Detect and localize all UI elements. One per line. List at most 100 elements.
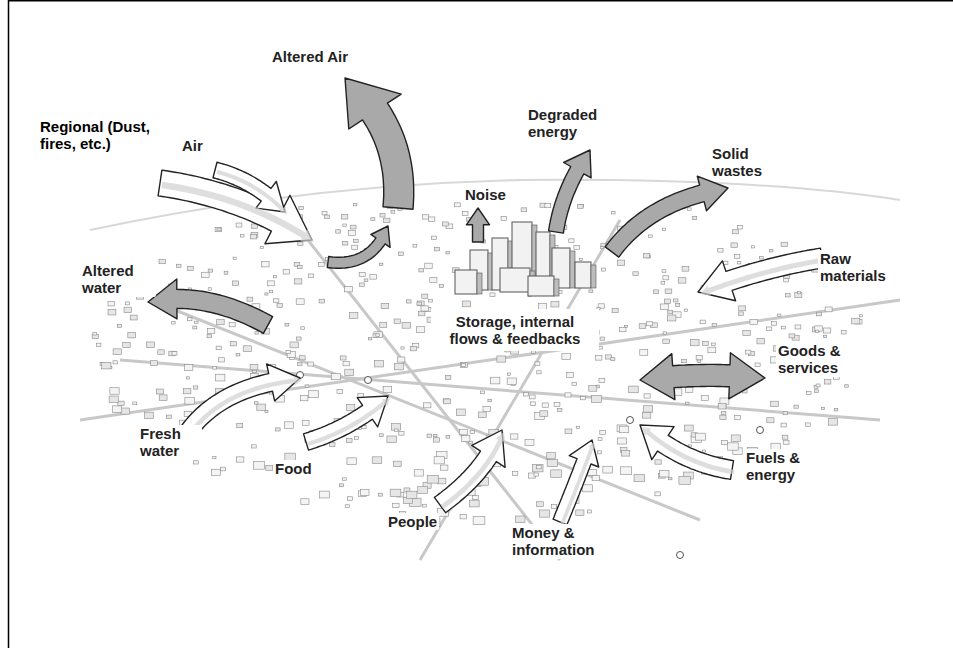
house	[399, 431, 404, 435]
house	[269, 290, 272, 292]
house	[441, 465, 448, 470]
house	[681, 359, 686, 363]
house	[339, 484, 343, 487]
house	[542, 403, 548, 407]
arrow-shading	[642, 427, 734, 474]
house	[821, 407, 824, 409]
road	[150, 300, 700, 520]
house	[158, 350, 164, 354]
house	[265, 410, 268, 412]
house	[215, 227, 221, 231]
house	[146, 342, 154, 348]
node-text: Storage, internal flows & feedbacks	[437, 313, 593, 348]
house	[643, 412, 651, 418]
house	[159, 395, 167, 400]
house	[277, 304, 282, 308]
house	[579, 258, 582, 260]
house	[351, 225, 356, 229]
house	[255, 332, 258, 334]
house	[806, 423, 811, 426]
house	[309, 274, 314, 278]
house	[783, 412, 787, 415]
house	[750, 319, 758, 324]
house	[759, 256, 763, 259]
house	[442, 222, 448, 226]
house	[108, 309, 116, 315]
house	[267, 281, 274, 286]
house	[621, 467, 632, 475]
house	[187, 318, 192, 321]
house	[417, 301, 424, 306]
house	[113, 349, 121, 355]
house	[380, 323, 387, 328]
house	[512, 472, 517, 476]
house	[299, 206, 304, 209]
inflow-arrow	[434, 430, 505, 513]
house	[662, 228, 665, 230]
house	[644, 406, 653, 412]
house	[329, 443, 335, 447]
tower-side	[554, 279, 559, 296]
house	[113, 361, 118, 364]
house	[319, 299, 324, 303]
house	[445, 376, 451, 380]
house	[194, 321, 198, 324]
house	[374, 332, 382, 338]
flow-label: Fresh water	[138, 425, 202, 460]
house	[767, 327, 772, 331]
house	[734, 415, 740, 419]
house	[483, 406, 490, 411]
house	[551, 505, 557, 509]
house	[668, 310, 673, 313]
house	[781, 326, 785, 329]
house	[394, 461, 401, 466]
house	[361, 490, 369, 496]
outflow-arrow	[327, 226, 390, 268]
house	[211, 469, 220, 475]
house	[145, 412, 154, 418]
house	[343, 241, 348, 245]
house	[237, 424, 243, 428]
house	[539, 510, 549, 517]
house	[185, 397, 195, 404]
house	[470, 431, 474, 434]
house	[398, 252, 403, 255]
house	[233, 257, 236, 259]
house	[402, 322, 410, 328]
house	[416, 327, 424, 333]
house	[343, 224, 347, 227]
house	[296, 337, 301, 340]
house	[125, 302, 129, 305]
house	[728, 443, 738, 450]
house	[595, 356, 601, 361]
house	[663, 332, 666, 334]
house	[434, 247, 439, 251]
house	[785, 294, 790, 297]
house	[413, 244, 417, 247]
house	[702, 341, 708, 345]
house	[644, 394, 650, 398]
house	[439, 285, 443, 288]
flow-label: Food	[273, 460, 314, 477]
house	[379, 434, 383, 437]
house	[459, 429, 467, 435]
house	[331, 373, 340, 379]
house	[274, 276, 277, 278]
house	[260, 246, 263, 248]
house	[507, 378, 516, 385]
flow-label: Degraded energy	[526, 106, 625, 141]
house	[112, 406, 121, 413]
house	[841, 331, 846, 334]
house	[534, 473, 539, 476]
house	[529, 395, 535, 399]
house	[755, 363, 760, 367]
house	[644, 254, 650, 258]
house	[308, 391, 318, 398]
house	[599, 379, 605, 383]
house	[446, 251, 449, 253]
house	[376, 334, 380, 336]
outflow-arrow	[345, 78, 414, 209]
house	[254, 402, 258, 404]
house	[236, 223, 242, 227]
house	[478, 412, 486, 418]
